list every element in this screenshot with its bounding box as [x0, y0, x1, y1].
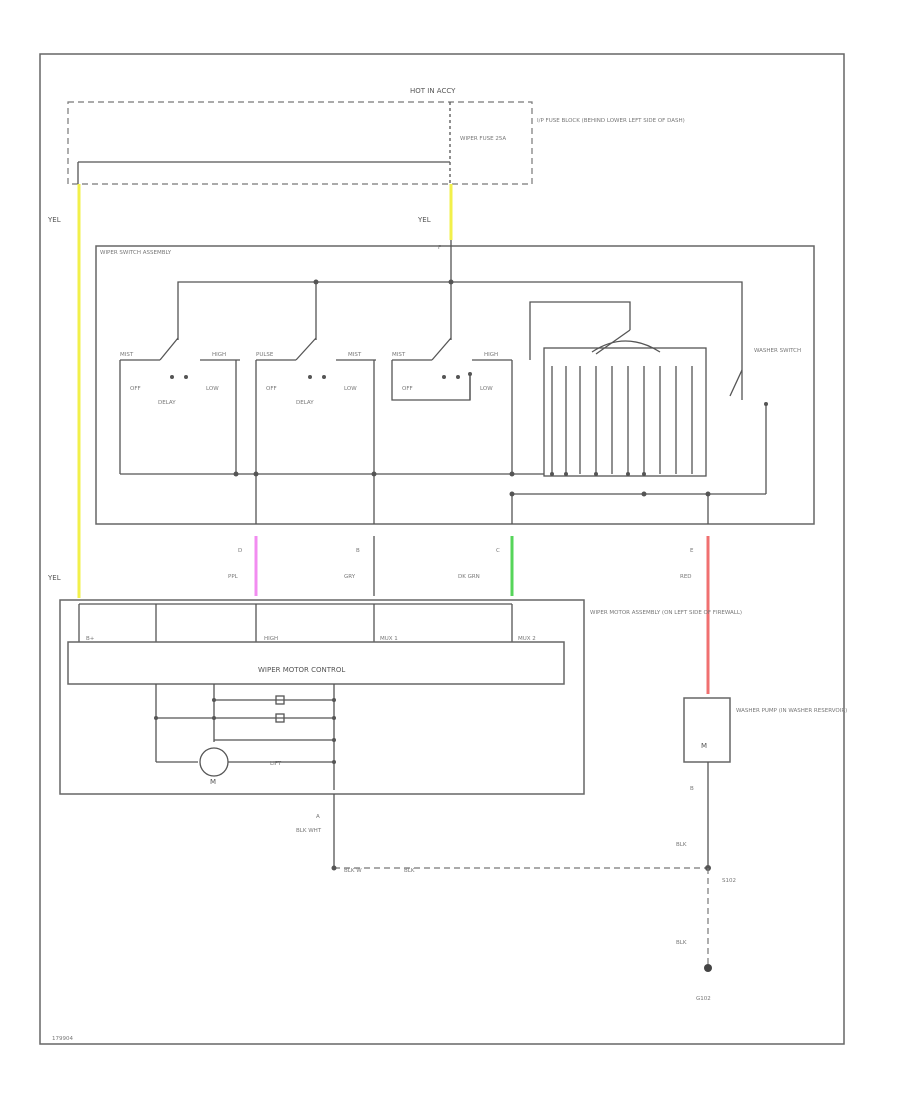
term-bplus: B+	[86, 636, 95, 642]
switch-section-2: PULSE MIST OFF LOW DELAY	[255, 337, 376, 474]
ground-splice-label-1: BLK W	[344, 868, 362, 874]
pin-ppl: D	[238, 548, 242, 554]
term-mux2: MUX 2	[518, 636, 536, 642]
sw2-off: OFF	[266, 386, 277, 392]
switch-pin-f: F	[438, 245, 441, 251]
washer-pump-box	[683, 697, 731, 763]
switch-top-bus	[177, 281, 743, 400]
lower-ground-color: BLK	[676, 940, 687, 946]
sw1-low: LOW	[206, 386, 219, 392]
hot-label: HOT IN ACCY	[410, 87, 456, 95]
pump-ground-color: BLK	[676, 842, 687, 848]
washer-switch: WASHER SWITCH	[729, 348, 801, 494]
switch-section-1: MIST HIGH OFF LOW DELAY	[119, 337, 240, 474]
sw2-right: MIST	[348, 352, 362, 358]
ground-g102-label: G102	[696, 996, 711, 1002]
junction-1	[313, 279, 319, 285]
motor-assembly-title: WIPER MOTOR ASSEMBLY (ON LEFT SIDE OF FI…	[590, 610, 742, 616]
motor-ground-color: BLK WHT	[296, 828, 322, 834]
switch-assembly-box	[95, 245, 815, 525]
junction-2	[448, 279, 454, 285]
motor-ground-pin: A	[316, 814, 320, 820]
delay-module	[529, 301, 707, 477]
label-gry: GRY	[344, 574, 356, 580]
sw3-off: OFF	[402, 386, 413, 392]
sw1-left: MIST	[120, 352, 134, 358]
motor-assembly-box	[59, 599, 585, 795]
motor-control-box	[67, 641, 565, 685]
sw2-left: PULSE	[256, 352, 274, 358]
sw1-right: HIGH	[212, 352, 226, 358]
sw2-low: LOW	[344, 386, 357, 392]
pump-ground-pin: B	[690, 786, 694, 792]
label-red: RED	[680, 574, 692, 580]
sw3-right: HIGH	[484, 352, 498, 358]
term-mux1: MUX 1	[380, 636, 398, 642]
fuse-label: WIPER FUSE 25A	[460, 136, 506, 142]
motor-control-label: WIPER MOTOR CONTROL	[258, 666, 345, 674]
motor-internals: M LIFT	[154, 684, 336, 790]
pin-gry: B	[356, 548, 360, 554]
yel-label-fuse: YEL	[417, 216, 431, 224]
fuse-block-outline	[67, 101, 533, 185]
diagram-frame	[39, 53, 845, 1045]
ground-g102-icon	[704, 964, 712, 972]
ground-splice-label-2: BLK	[404, 868, 415, 874]
washer-pump-symbol: M	[701, 742, 707, 750]
splice-s102-label: S102	[722, 878, 736, 884]
pin-red: E	[690, 548, 694, 554]
yel-label-left: YEL	[47, 216, 61, 224]
sw2-delay: DELAY	[296, 400, 314, 406]
sw1-off: OFF	[130, 386, 141, 392]
wiper-motor-icon	[199, 747, 229, 777]
sw3-left: MIST	[392, 352, 406, 358]
pin-dkgrn: C	[496, 548, 500, 554]
washer-switch-label: WASHER SWITCH	[754, 348, 801, 354]
motor-symbol: M	[210, 778, 216, 786]
sw1-delay: DELAY	[158, 400, 176, 406]
yel-label-motor: YEL	[47, 574, 61, 582]
switch-assembly-title: WIPER SWITCH ASSEMBLY	[100, 250, 172, 256]
switch-section-3: MIST HIGH OFF LOW	[391, 337, 513, 474]
sw3-low: LOW	[480, 386, 493, 392]
term-high: HIGH	[264, 636, 278, 642]
fuse-block-label: I/P FUSE BLOCK (BEHIND LOWER LEFT SIDE O…	[537, 118, 685, 124]
park-label: LIFT	[270, 761, 282, 767]
label-dkgrn: DK GRN	[458, 574, 480, 580]
corner-code: 179904	[52, 1036, 73, 1042]
washer-pump-title: WASHER PUMP (IN WASHER RESERVOIR)	[736, 708, 847, 714]
label-ppl: PPL	[228, 574, 239, 580]
